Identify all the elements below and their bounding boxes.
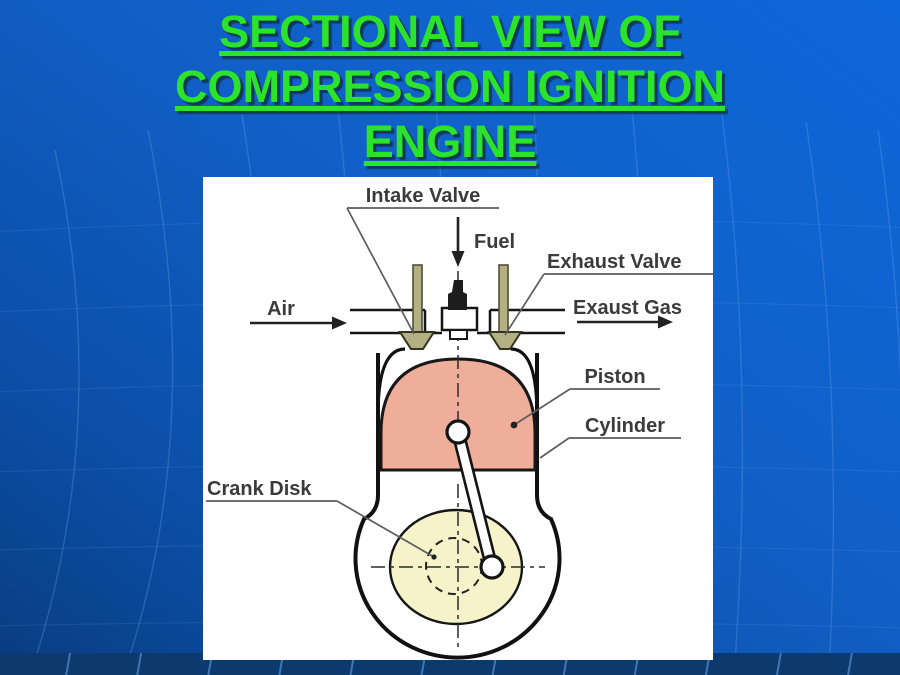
title-line-2: COMPRESSION IGNITION [174,61,726,112]
title-line-1: SECTIONAL VIEW OF [219,6,681,57]
piston-leader-dot [510,421,518,429]
label-crank-disk: Crank Disk [207,478,312,500]
piston-leader [513,388,571,426]
intake-valve-leader [346,207,415,335]
fuel-arrow [451,217,465,267]
crank-disk-leader [336,500,435,558]
label-intake-valve: Intake Valve [366,185,481,207]
engine-diagram-svg: Intake Valve Fuel Exhaust Valve Air Exau… [206,185,713,660]
crank-leader-dot [431,554,437,560]
exhaust-gas-arrow [577,315,673,329]
injector-mount [440,306,479,332]
cylinder-leader [539,437,570,459]
cylinder-shoulder-right [510,347,539,416]
label-cylinder: Cylinder [585,415,665,437]
crank-pin [479,554,505,580]
crank-crosshair [371,484,545,649]
label-air: Air [267,298,295,320]
injector-tip-housing [449,329,468,340]
fuel-injector [448,280,467,310]
exhaust-valve-shape [487,264,523,350]
slide-title: SECTIONAL VIEW OF COMPRESSION IGNITION E… [0,4,900,169]
intake-valve-shape [398,264,436,350]
label-exhaust-valve: Exhaust Valve [547,251,682,273]
exhaust-valve-head [487,331,523,350]
exhaust-valve-leader [504,273,545,336]
piston-pin [445,419,471,445]
cylinder-shoulder-left [376,347,406,416]
exhaust-valve-stem [498,264,509,334]
label-exhaust-gas: Exaust Gas [573,297,682,319]
head-port-lines [350,308,565,335]
label-piston: Piston [584,366,645,388]
diagram-panel: Intake Valve Fuel Exhaust Valve Air Exau… [203,177,713,660]
intake-valve-head [398,331,436,350]
title-line-3: ENGINE [363,116,537,167]
intake-valve-stem [412,264,423,334]
label-fuel: Fuel [474,231,515,253]
air-flow-arrow [250,316,347,330]
